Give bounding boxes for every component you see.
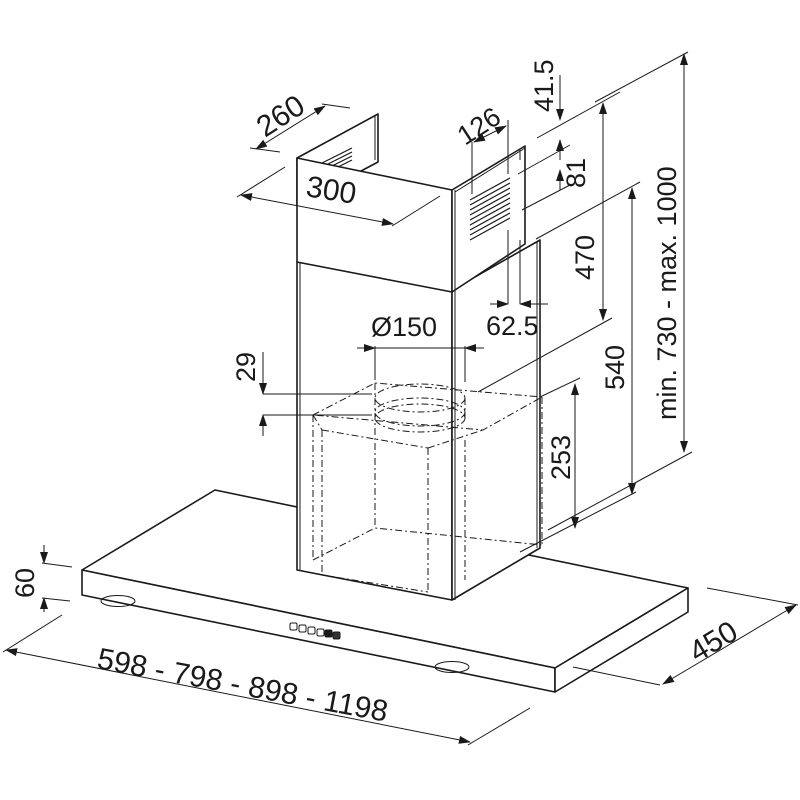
dim-label-540: 540 bbox=[600, 345, 630, 390]
dim-vent-height: 81 bbox=[517, 139, 591, 211]
dim-label-300: 300 bbox=[304, 170, 359, 210]
dim-label-62-5: 62.5 bbox=[486, 311, 539, 341]
lower-chimney-side bbox=[451, 239, 541, 601]
control-button-icon bbox=[307, 626, 316, 635]
dim-vent-offset: 62.5 bbox=[486, 230, 548, 341]
dim-label-60: 60 bbox=[10, 568, 40, 598]
control-button-icon bbox=[289, 622, 298, 631]
dim-label-canopy-width: 598 - 798 - 898 - 1198 bbox=[95, 642, 391, 728]
control-button-icon bbox=[332, 631, 341, 640]
halogen-light-icon bbox=[100, 595, 136, 607]
dim-chimney-width: 300 bbox=[236, 166, 441, 227]
dim-lower-height: 540 bbox=[600, 187, 636, 495]
lower-chimney bbox=[296, 239, 541, 601]
dim-label-total-height: min. 730 - max. 1000 bbox=[652, 166, 682, 420]
control-button-icon bbox=[298, 624, 307, 633]
dim-label-81: 81 bbox=[561, 158, 591, 188]
dim-label-126: 126 bbox=[452, 101, 506, 151]
dim-collar-height: 29 bbox=[231, 352, 372, 436]
dim-label-41-5: 41.5 bbox=[529, 59, 559, 112]
dim-canopy-thickness: 60 bbox=[10, 545, 73, 612]
dim-total-height: min. 730 - max. 1000 bbox=[594, 51, 689, 453]
dim-label-29: 29 bbox=[231, 352, 261, 382]
dim-motor-height: 253 bbox=[546, 383, 579, 529]
dim-top-offset: 41.5 bbox=[529, 59, 621, 139]
dim-upper-chimney: 470 bbox=[535, 102, 641, 321]
dim-label-450: 450 bbox=[684, 615, 744, 669]
dim-label-260: 260 bbox=[251, 89, 311, 144]
dim-duct-diameter: Ø150 bbox=[357, 312, 484, 382]
control-buttons bbox=[289, 622, 341, 640]
vent-grille-icon bbox=[469, 177, 511, 241]
motor-housing-hidden bbox=[312, 382, 544, 593]
dim-label-253: 253 bbox=[546, 435, 576, 480]
dim-label-470: 470 bbox=[570, 235, 600, 280]
dim-label-150: Ø150 bbox=[371, 312, 437, 342]
control-button-icon bbox=[316, 628, 325, 637]
control-button-icon bbox=[324, 629, 333, 638]
